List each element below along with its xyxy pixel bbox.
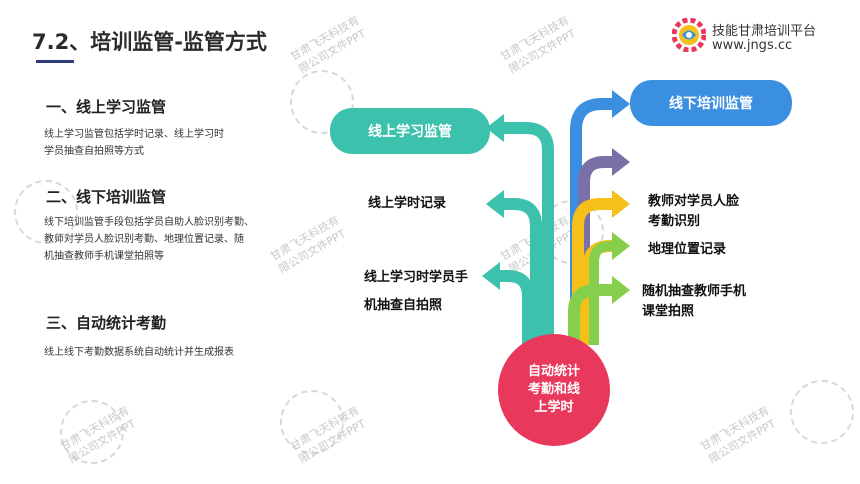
branch-label-online-hours: 线上学时记录: [368, 196, 447, 211]
section-body-online: 线上学习监管包括学时记录、线上学习时 学员抽查自拍照等方式: [44, 129, 224, 157]
watermark-ring: [14, 180, 78, 244]
watermark-ring: [790, 380, 854, 444]
gear-logo-icon: [672, 18, 706, 52]
section-heading-stats: 三、自动统计考勤: [46, 314, 167, 332]
title-underline: [36, 60, 74, 63]
auto-stats-circle: 自动统计 考勤和线 上学时: [498, 334, 610, 446]
arrow-online-pill: [500, 122, 554, 345]
online-supervision-pill: 线上学习监管: [330, 108, 490, 154]
watermark-ring: [280, 390, 344, 454]
section-body-stats: 线上线下考勤数据系统自动统计并生成报表: [44, 347, 234, 358]
offline-supervision-pill: 线下培训监管: [630, 80, 792, 126]
watermark-ring: [60, 400, 124, 464]
section-body-offline: 线下培训监管手段包括学员自助人脸识别考勤、 教师对学员人脸识别考勤、地理位置记录…: [44, 217, 254, 262]
brand-name: 技能甘肃培训平台: [712, 24, 817, 39]
arrowhead: [486, 114, 504, 142]
brand-url: www.jngs.cc: [712, 38, 793, 53]
branch-label-face-recognition: 教师对学员人脸 考勤识别: [648, 194, 740, 229]
branch-label-online-selfie: 线上学习时学员手 机抽查自拍照: [364, 270, 469, 313]
page-title: 7.2、培训监管-监管方式: [32, 30, 267, 54]
auto-stats-label: 自动统计 考勤和线 上学时: [527, 364, 580, 415]
section-heading-offline: 二、线下培训监管: [46, 188, 167, 206]
watermark-ring: [290, 70, 354, 134]
branch-label-classroom-photo: 随机抽查教师手机 课堂拍照: [642, 284, 747, 319]
branch-label-location: 地理位置记录: [648, 242, 727, 257]
section-heading-online: 一、线上学习监管: [46, 98, 167, 116]
